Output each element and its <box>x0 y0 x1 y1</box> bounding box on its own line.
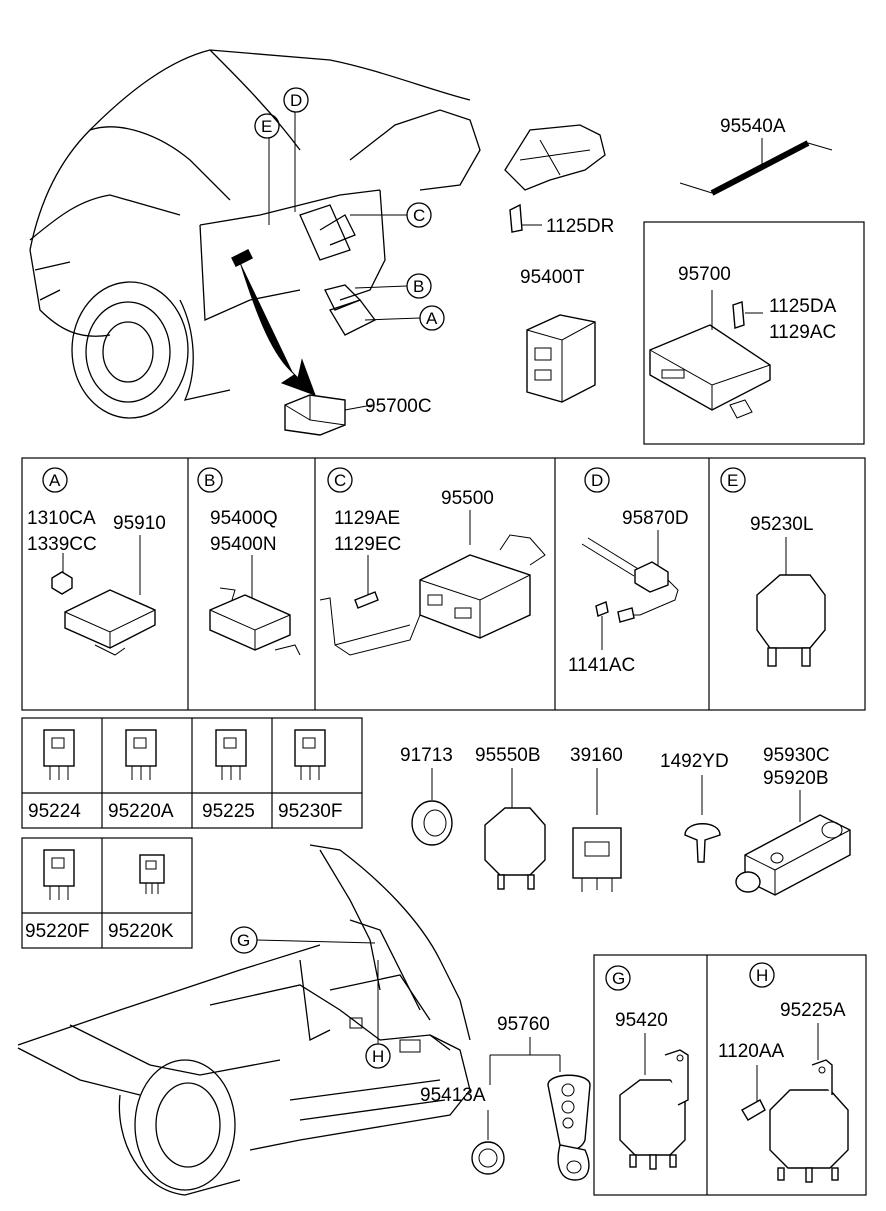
svg-text:1141AC: 1141AC <box>568 655 635 676</box>
callout-A: A <box>364 305 445 331</box>
relay-icon-95220F <box>43 849 75 900</box>
clip-1492YD <box>684 775 721 863</box>
relay-icon-95230F <box>294 729 326 780</box>
callout-E: E <box>254 113 280 225</box>
label-95930C: 95930C <box>763 745 830 766</box>
panel-row-G-H <box>593 954 867 1196</box>
relay-39160 <box>572 768 622 892</box>
svg-text:E: E <box>261 117 272 136</box>
svg-text:95400N: 95400N <box>210 534 277 555</box>
svg-text:95910: 95910 <box>113 513 166 534</box>
label-1125DR: 1125DR <box>546 216 614 237</box>
svg-text:95420: 95420 <box>615 1010 668 1031</box>
svg-text:E: E <box>727 471 738 490</box>
callout-H: H <box>365 960 391 1069</box>
key-fob-95760 <box>471 1037 591 1181</box>
svg-text:95225A: 95225A <box>780 1000 846 1021</box>
sensor-95930C <box>735 790 851 896</box>
module-95700 <box>649 290 771 419</box>
label-1492YD: 1492YD <box>660 751 729 772</box>
panel-B: B 95400Q 95400N <box>197 467 301 656</box>
bracket-1125DR <box>504 124 606 233</box>
relay-95550B <box>484 768 546 890</box>
panel-H: H 95225A 1120AA <box>718 962 849 1183</box>
relay-grid-bottom <box>21 837 193 949</box>
label-1129AC: 1129AC <box>769 322 836 343</box>
vehicle-rear-illustration <box>17 844 471 1196</box>
svg-text:D: D <box>591 471 603 490</box>
svg-text:H: H <box>756 966 768 985</box>
label-95220F: 95220F <box>25 921 89 942</box>
box-95700 <box>643 221 865 445</box>
svg-text:1129EC: 1129EC <box>334 534 401 555</box>
label-95225: 95225 <box>202 801 255 822</box>
svg-text:G: G <box>237 931 250 950</box>
svg-text:A: A <box>426 309 438 328</box>
label-95220K: 95220K <box>108 921 174 942</box>
label-95550B: 95550B <box>475 745 541 766</box>
callout-D: D <box>283 87 309 212</box>
panel-A: A 1310CA 1339CC 95910 <box>27 467 166 656</box>
relay-grid-top <box>21 717 363 829</box>
panel-E: E 95230L <box>720 467 826 667</box>
relay-icon-95224 <box>43 729 75 780</box>
svg-text:B: B <box>413 277 424 296</box>
panel-G: G 95420 <box>605 965 689 1170</box>
svg-text:95400Q: 95400Q <box>210 508 278 529</box>
svg-text:H: H <box>372 1047 384 1066</box>
panel-row-A-E <box>21 457 866 711</box>
callout-G: G <box>230 926 376 954</box>
panel-D: D 95870D 1141AC <box>568 467 689 676</box>
svg-text:1310CA: 1310CA <box>27 508 96 529</box>
label-95230F: 95230F <box>278 801 342 822</box>
label-95700: 95700 <box>678 264 731 285</box>
label-95760: 95760 <box>497 1014 550 1035</box>
callout-B: B <box>354 273 432 299</box>
panel-C: C 1129AE 1129EC 95500 <box>319 467 546 656</box>
svg-text:95870D: 95870D <box>622 508 689 529</box>
svg-text:C: C <box>334 471 346 490</box>
svg-text:A: A <box>49 471 61 490</box>
svg-text:1339CC: 1339CC <box>27 534 97 555</box>
svg-text:D: D <box>290 91 302 110</box>
relay-icon-95225 <box>215 729 247 780</box>
module-95400T <box>526 314 596 403</box>
callout-C: C <box>350 202 432 228</box>
label-95540A: 95540A <box>720 116 786 137</box>
label-91713: 91713 <box>400 745 453 766</box>
vehicle-front-illustration <box>29 49 481 436</box>
svg-text:95500: 95500 <box>441 488 494 509</box>
svg-text:1129AE: 1129AE <box>334 508 400 529</box>
label-95920B: 95920B <box>763 768 829 789</box>
label-95224: 95224 <box>28 801 81 822</box>
label-95220A: 95220A <box>108 801 174 822</box>
svg-text:G: G <box>612 969 625 988</box>
grommet-91713 <box>411 768 453 846</box>
svg-text:95230L: 95230L <box>750 514 813 535</box>
cable-95540A <box>679 138 833 196</box>
label-95700C: 95700C <box>365 396 432 417</box>
label-95400T: 95400T <box>520 267 585 288</box>
relay-icon-95220A <box>125 729 157 780</box>
svg-text:1120AA: 1120AA <box>718 1041 785 1062</box>
relay-icon-95220K <box>139 854 165 894</box>
label-95413A: 95413A <box>420 1085 486 1106</box>
svg-text:B: B <box>204 471 215 490</box>
svg-text:C: C <box>413 206 425 225</box>
label-39160: 39160 <box>570 745 623 766</box>
label-1125DA: 1125DA <box>769 296 837 317</box>
